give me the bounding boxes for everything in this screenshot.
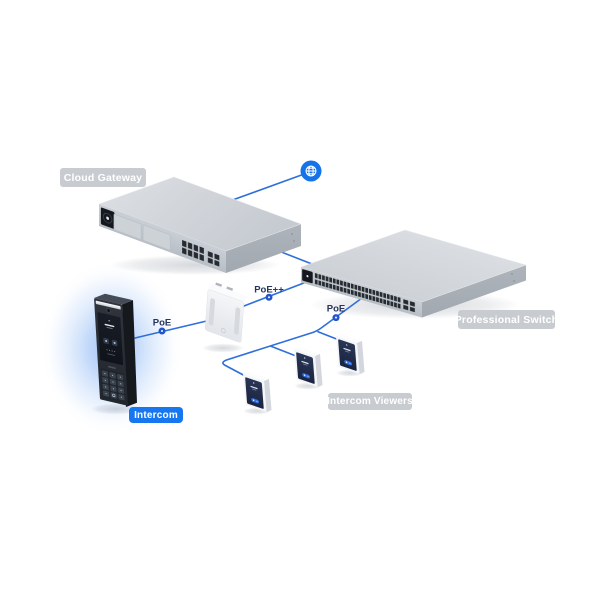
gateway-screen-ring xyxy=(102,212,113,224)
connection-switch-adapter xyxy=(243,280,310,307)
intercom-screen-button-icon xyxy=(113,341,116,344)
switch-screw xyxy=(513,280,515,282)
intercom-screen-caption xyxy=(107,353,116,356)
intercom-viewer-2 xyxy=(294,347,323,387)
intercom-viewer-1 xyxy=(243,372,272,412)
connection-gateway-internet xyxy=(226,172,308,203)
gateway-ports xyxy=(181,239,205,262)
intercom-screen-title xyxy=(104,323,115,328)
cloud-gateway-label: Cloud Gateway xyxy=(60,168,146,187)
intercom-shadow xyxy=(91,403,141,415)
gateway-screen-dot xyxy=(106,216,110,220)
intercom-light-bar xyxy=(95,300,121,310)
connection-adapter-intercom xyxy=(134,318,214,339)
gateway-screw xyxy=(293,240,295,242)
intercom-screen xyxy=(97,312,124,366)
intercom-speaker xyxy=(108,365,116,369)
intercom-screen-button-icon xyxy=(105,339,108,343)
gateway-side-face xyxy=(226,224,301,273)
switch-screen-dot xyxy=(306,275,309,278)
intercom-screen-dot xyxy=(108,320,110,322)
poe-plus-plus-label: PoE++ xyxy=(254,285,284,296)
gateway-top-face xyxy=(98,176,302,252)
adapter-top-face xyxy=(208,283,248,302)
adapter-vent xyxy=(208,298,215,326)
intercom-camera-ring xyxy=(106,308,111,314)
poe-node-dot-core xyxy=(267,296,271,299)
poe-adapter-device xyxy=(204,282,248,343)
poe-nodes xyxy=(158,293,340,335)
switch-ports xyxy=(314,272,401,309)
poe-node-dot-core xyxy=(334,316,338,319)
intercom-screen-dots xyxy=(111,350,113,352)
gateway-drive-bay xyxy=(113,213,142,240)
poe-viewers-label: PoE xyxy=(327,304,345,315)
adapter-vent xyxy=(233,307,241,335)
switch-screw xyxy=(511,273,513,275)
connection-switch-viewers xyxy=(222,297,363,379)
cloud-gateway-device xyxy=(98,176,302,273)
intercom-keys xyxy=(101,370,125,401)
intercom-device xyxy=(94,293,137,407)
intercom-label: Intercom xyxy=(129,407,183,423)
poe-node-dot-core xyxy=(160,329,164,333)
switch-side-face xyxy=(422,265,526,318)
switch-sfp-ports xyxy=(402,299,417,313)
intercom-screen-dots xyxy=(106,349,108,351)
switch-top-face xyxy=(300,229,527,303)
adapter-shadow xyxy=(202,343,244,353)
poe-intercom-label: PoE xyxy=(153,318,171,329)
intercom-camera-icon xyxy=(107,309,110,312)
professional-switch-label: Professional Switch xyxy=(455,310,558,329)
intercom-screen-dots xyxy=(114,350,116,353)
gateway-drive-bay xyxy=(142,224,171,251)
intercom-viewer-3 xyxy=(336,334,365,374)
intercom-viewers-label: Intercom Viewers xyxy=(327,393,413,410)
adapter-logo xyxy=(221,328,226,334)
internet-globe-icon xyxy=(300,160,322,182)
intercom-top-face xyxy=(94,293,133,305)
professional-switch-device xyxy=(300,229,527,318)
gateway-sfp-ports xyxy=(207,250,221,268)
intercom-screen-dots xyxy=(109,349,111,351)
gateway-screw xyxy=(291,233,293,235)
intercom-screen-subtitle xyxy=(106,326,113,330)
